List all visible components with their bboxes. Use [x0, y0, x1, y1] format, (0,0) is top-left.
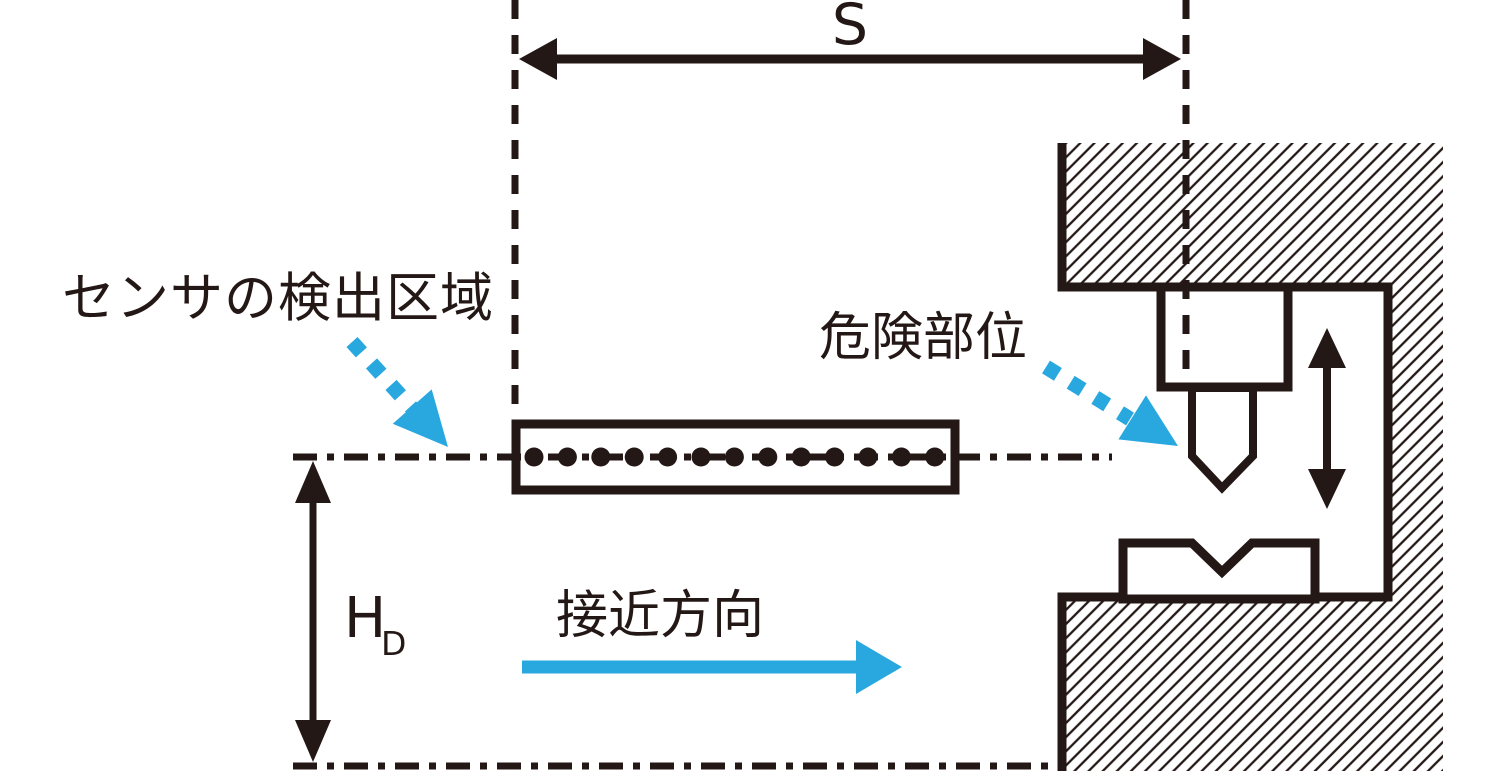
detection-height-arrow-icon: [295, 461, 331, 762]
punch-holder: [1156, 282, 1293, 392]
sensor-zone-callout-arrow-icon: [346, 336, 448, 447]
safety-distance-arrow-icon: [519, 38, 1181, 80]
sensor-beam-dots: [524, 447, 945, 467]
sensor-zone-label: センサの検出区域: [62, 268, 494, 329]
approach-direction-label: 接近方向: [556, 586, 764, 646]
v-die: [1118, 538, 1320, 604]
height-label-subscript: D: [381, 624, 406, 663]
machine-frame-outline: [1057, 143, 1393, 771]
approach-direction-arrow-icon: [522, 640, 902, 694]
ram-motion-arrow-icon: [1308, 328, 1346, 509]
machine-frame-hatch: [1062, 143, 1443, 771]
hazard-callout-arrow-icon: [1042, 360, 1178, 446]
height-label: H: [344, 586, 386, 651]
punch-tool: [1188, 384, 1257, 494]
distance-label: S: [832, 0, 868, 58]
hazard-label: 危険部位: [819, 308, 1027, 368]
